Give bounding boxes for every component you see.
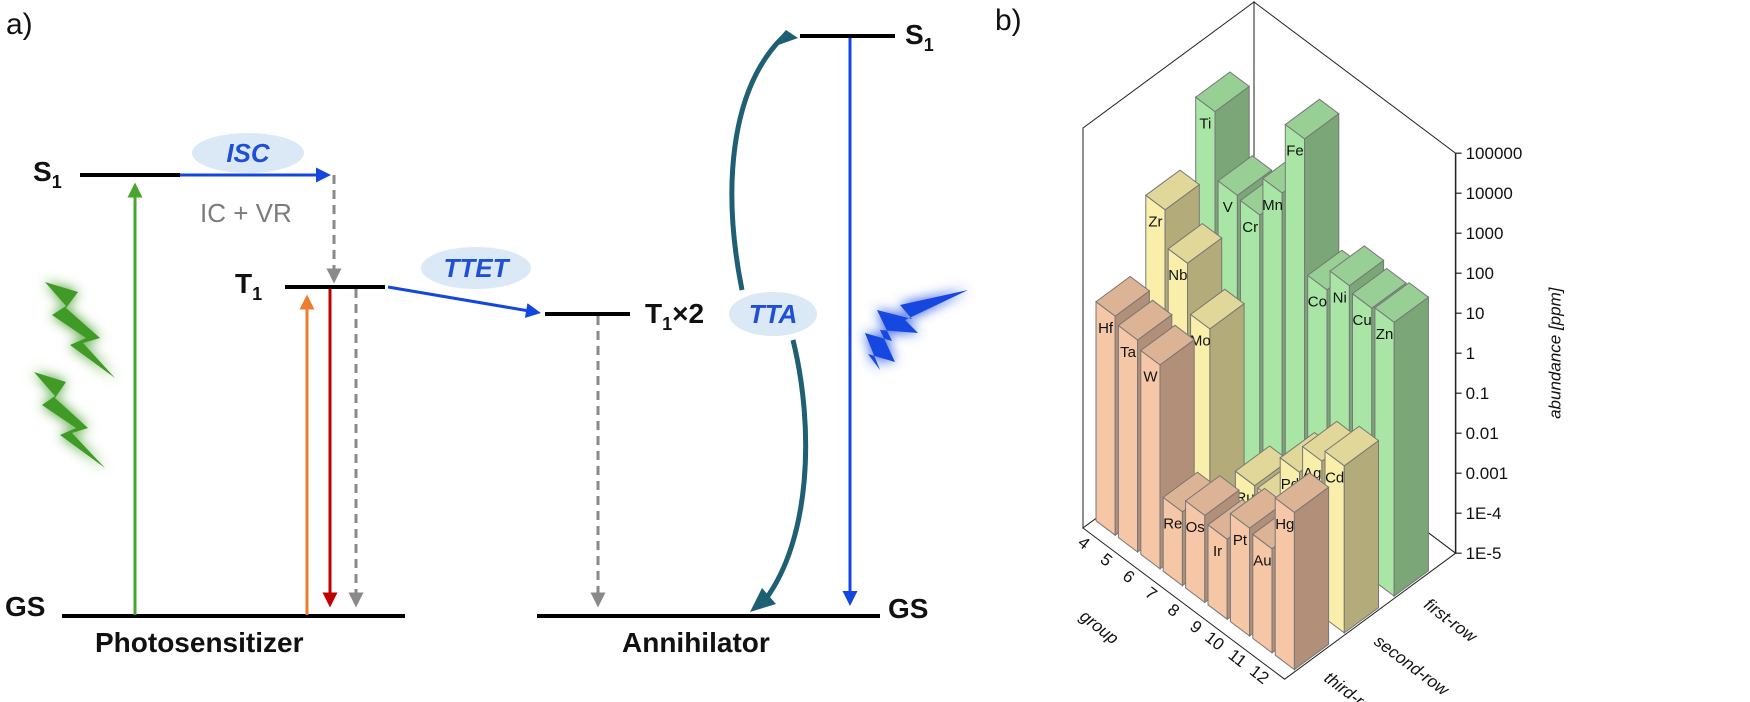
an-t1-label: T1×2	[645, 298, 704, 334]
group-tick-label: 5	[1097, 550, 1116, 571]
z-tick-label: 100000	[1466, 144, 1523, 163]
bar-label-w: W	[1143, 369, 1158, 386]
isc-pill	[192, 133, 304, 173]
z-tick-label: 0.1	[1466, 384, 1490, 403]
an-gs-label: GS	[888, 593, 928, 624]
ps-gs-label: GS	[5, 591, 45, 622]
z-axis-title: abundance [ppm]	[1546, 286, 1565, 419]
bar-fe-top	[1284, 98, 1340, 140]
z-tick-label: 1	[1466, 344, 1475, 363]
bar-label-ni: Ni	[1333, 289, 1347, 306]
bar-label-co: Co	[1308, 294, 1327, 311]
z-tick-label: 1E-4	[1466, 504, 1502, 523]
bar-label-hg: Hg	[1275, 516, 1294, 533]
tta-down-arrowhead	[750, 588, 776, 612]
tta-label: TTA	[749, 299, 798, 329]
bar-ni-top	[1329, 245, 1385, 287]
ps-s1-label: S1	[33, 156, 62, 192]
tta-down-curve	[762, 339, 809, 602]
bar-os-front	[1185, 499, 1206, 604]
z-tick-label: 0.001	[1466, 464, 1509, 483]
group-tick-label: 4	[1074, 533, 1093, 554]
bar-zn-side	[1393, 296, 1429, 598]
green-light-bolt-icon	[45, 282, 115, 378]
ttet-label: TTET	[444, 253, 511, 283]
row-tick-label: third-row	[1321, 668, 1387, 702]
group-tick-label: 8	[1164, 600, 1183, 621]
panel-a-label: a)	[6, 8, 33, 41]
panel-a: a) S1 T1 GS Photosensitizer T1×2 S1 GS A…	[5, 8, 968, 658]
bar-label-mo: Mo	[1190, 333, 1211, 350]
ttet-arrow	[387, 285, 541, 318]
z-tick-label: 10000	[1466, 184, 1513, 203]
an-s1-label: S1	[905, 19, 934, 55]
bar-label-ta: Ta	[1120, 344, 1137, 361]
bar-w-top	[1139, 324, 1196, 366]
z-tick-label: 1000	[1466, 224, 1504, 243]
bar-label-re: Re	[1163, 516, 1182, 533]
bar-label-pt: Pt	[1233, 532, 1248, 549]
bar-label-zr: Zr	[1148, 214, 1162, 231]
bar-label-hf: Hf	[1098, 320, 1114, 337]
bar-ta-top	[1117, 299, 1173, 341]
bar-ir-front	[1207, 523, 1228, 621]
bar-zn-top	[1374, 282, 1430, 323]
bar-label-fe: Fe	[1286, 143, 1304, 160]
group-tick-label: 9	[1186, 617, 1205, 638]
z-tick-label: 100	[1466, 264, 1494, 283]
isc-label: ISC	[226, 138, 271, 168]
abundance-3d-bar-chart: TiVCrMnFeCoNiCuZnZrNbMoRuRhPdAgCdHfTaWRe…	[1074, 0, 1565, 702]
bar-label-zn: Zn	[1376, 326, 1394, 343]
z-tick-label: 1E-5	[1466, 544, 1502, 563]
group-axis-title: group	[1076, 606, 1122, 648]
z-tick-label: 10	[1466, 304, 1485, 323]
bar-hg-top	[1274, 472, 1330, 514]
tta-up-curve	[729, 36, 784, 291]
annihilator-label: Annihilator	[622, 627, 770, 658]
bar-os-top	[1184, 475, 1240, 517]
panel-b: b) TiVCrMnFeCoNiCuZnZrNbMoRuRhPdAgCdHfTa…	[995, 0, 1565, 702]
group-tick-label: 6	[1119, 566, 1138, 587]
ic-vr-label: IC + VR	[200, 198, 292, 228]
bar-re-front	[1162, 496, 1183, 587]
bar-cu-top	[1351, 267, 1407, 309]
bar-label-ir: Ir	[1213, 543, 1222, 560]
bar-label-nb: Nb	[1168, 267, 1187, 284]
bar-hf-top	[1095, 275, 1151, 317]
bar-label-ti: Ti	[1199, 115, 1211, 132]
row-tick-label: first-row	[1420, 595, 1481, 648]
bar-zr-top	[1144, 169, 1201, 211]
bar-label-cr: Cr	[1242, 219, 1258, 236]
bar-cd-top	[1324, 425, 1380, 467]
ps-t1-label: T1	[235, 268, 262, 304]
bar-label-au: Au	[1253, 553, 1271, 570]
bar-ti-top	[1194, 71, 1251, 113]
bar-cd-side	[1343, 439, 1379, 634]
photosensitizer-label: Photosensitizer	[95, 627, 304, 658]
bar-v-top	[1217, 155, 1273, 197]
bar-mo-top	[1189, 288, 1245, 330]
bar-label-cu: Cu	[1353, 312, 1372, 329]
bar-nb-top	[1167, 222, 1223, 264]
z-tick-label: 0.01	[1466, 424, 1499, 443]
row-tick-label: second-row	[1371, 631, 1454, 700]
bar-hg-side	[1293, 486, 1330, 671]
bar-label-mn: Mn	[1262, 197, 1283, 214]
green-light-bolt-icon-2	[34, 372, 105, 468]
blue-light-bolt-icon	[865, 290, 968, 370]
panel-b-label: b)	[995, 4, 1022, 37]
group-tick-label: 7	[1141, 583, 1160, 604]
ttet-pill	[421, 247, 531, 289]
bar-label-v: V	[1223, 199, 1233, 216]
tta-up-arrowhead	[770, 30, 798, 48]
bar-label-os: Os	[1186, 519, 1205, 536]
bar-label-cd: Cd	[1325, 470, 1344, 487]
tta-pill	[729, 292, 817, 336]
